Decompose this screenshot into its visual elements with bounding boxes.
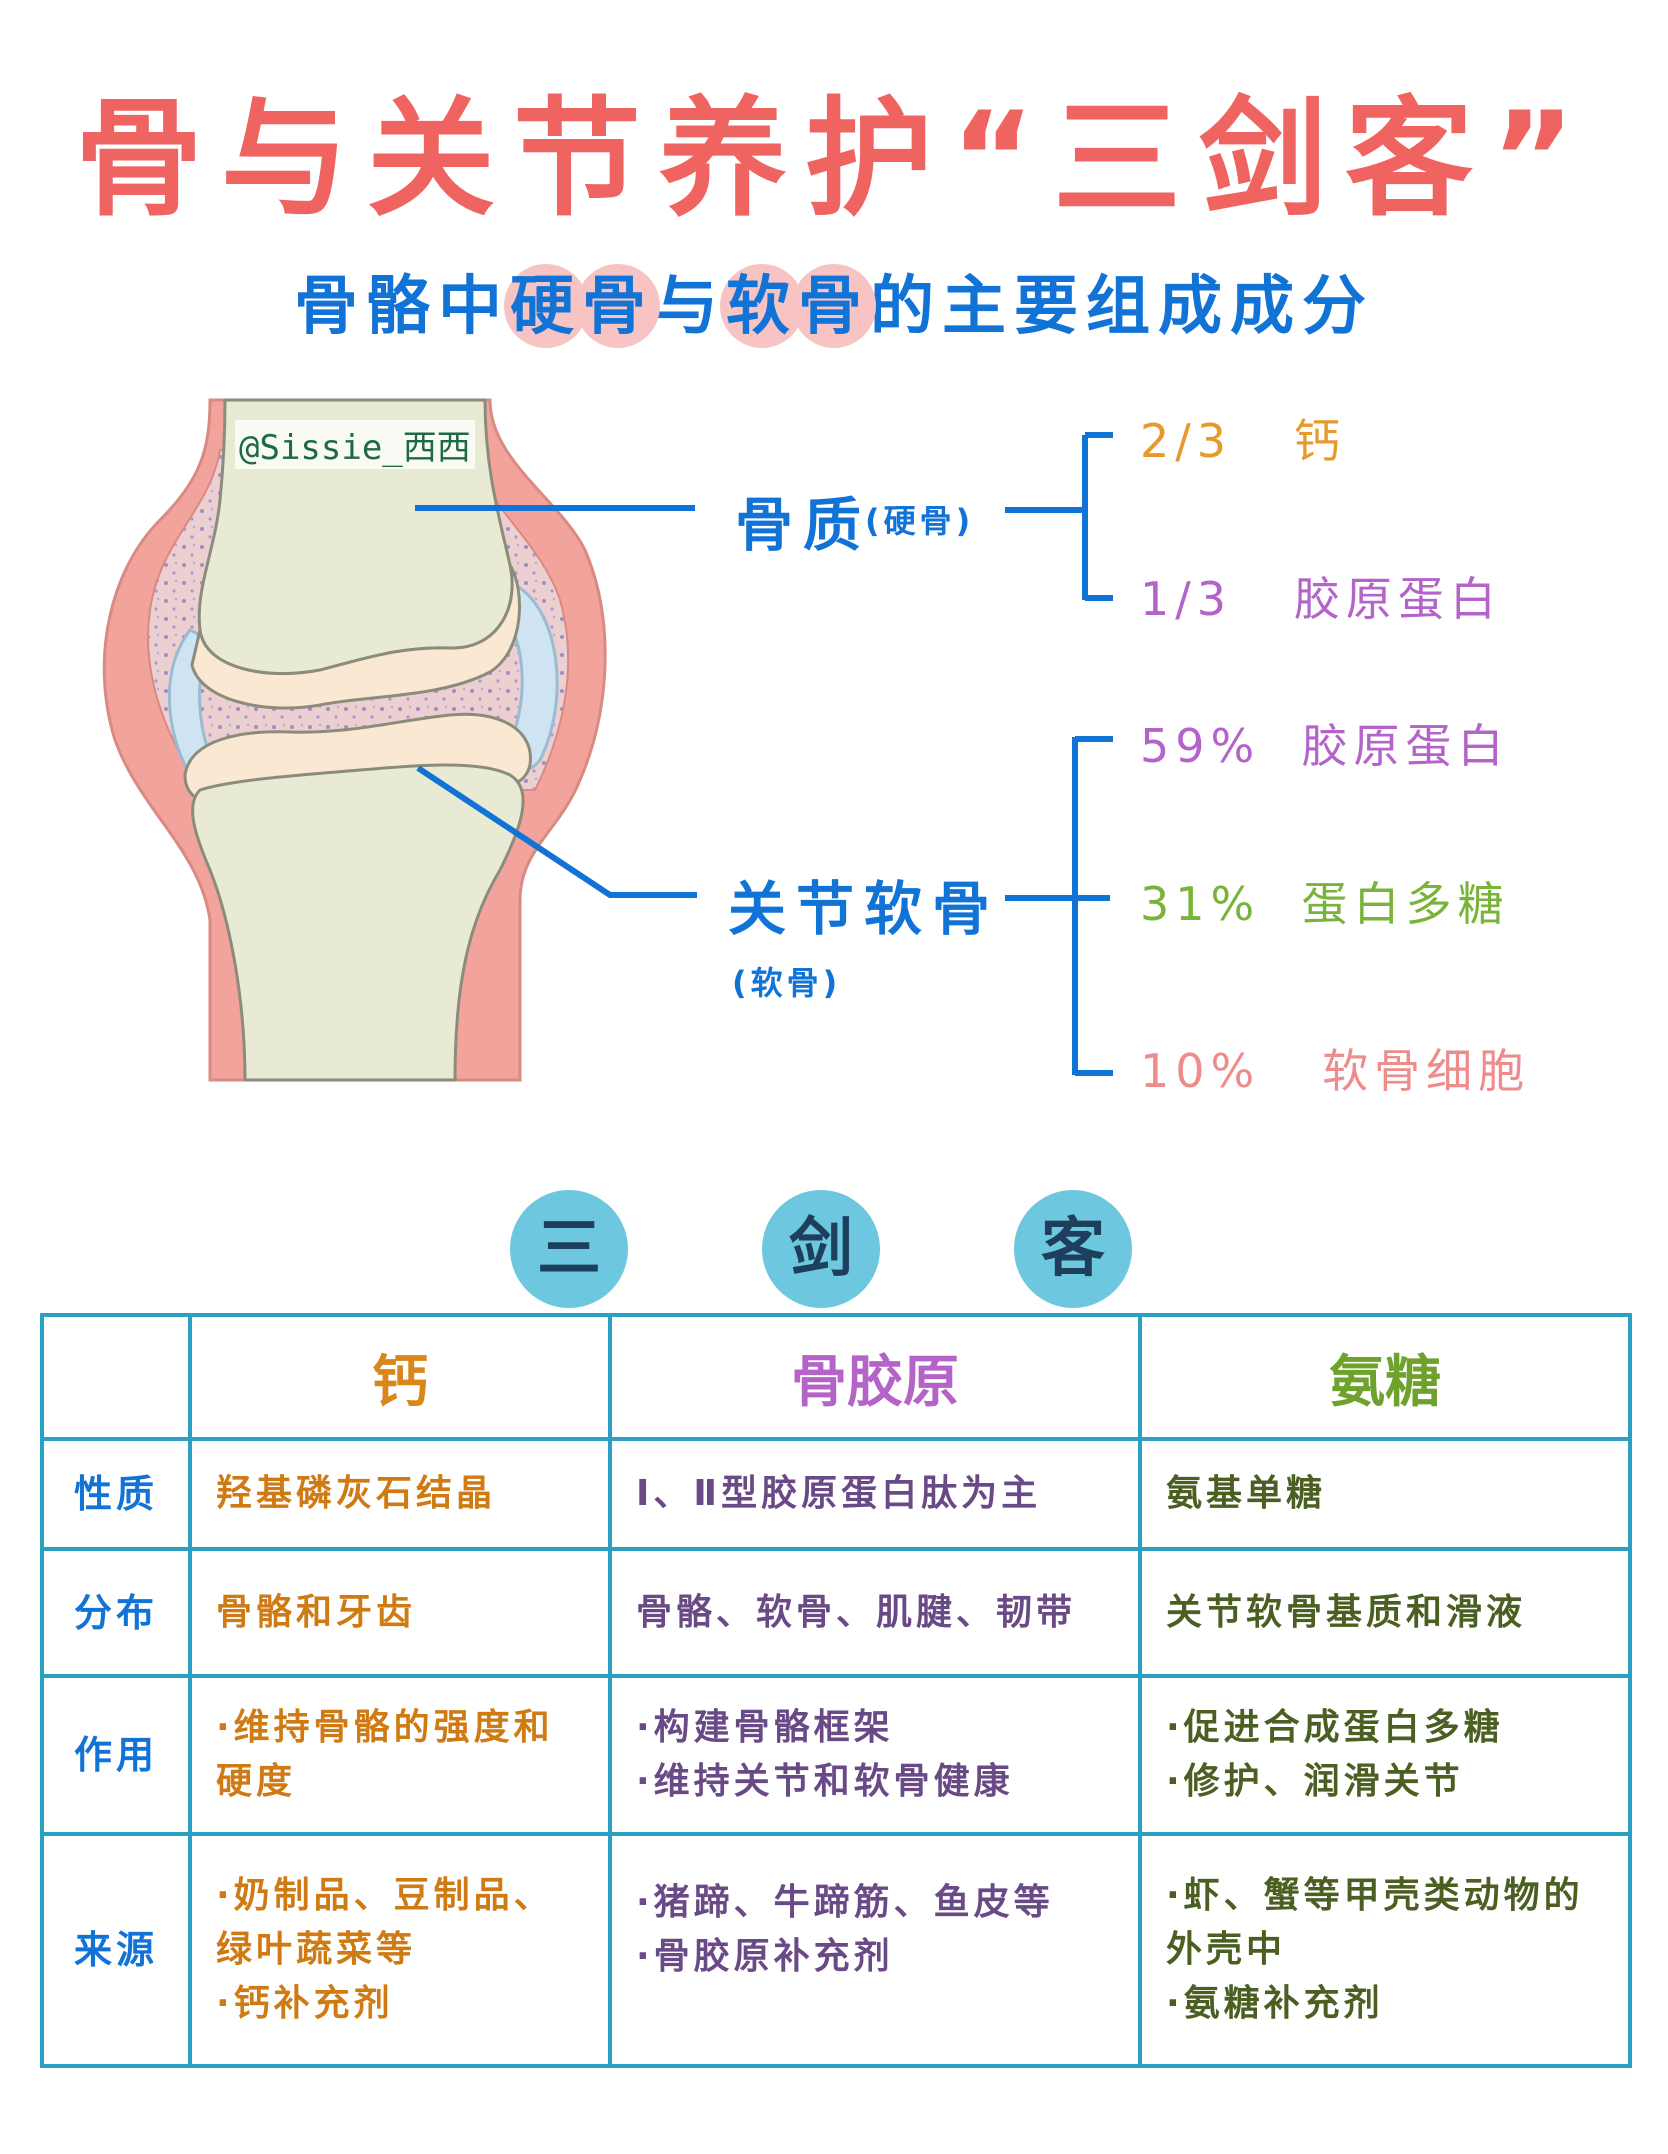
table-header-row: 钙 骨胶原 氨糖 (40, 1313, 1632, 1441)
table-cell: 骨骼和牙齿 (188, 1547, 612, 1678)
table-row: 来源 ·奶制品、豆制品、绿叶蔬菜等 ·钙补充剂 ·猪蹄、牛蹄筋、鱼皮等 ·骨胶原… (40, 1832, 1632, 2068)
row-label: 分布 (40, 1547, 192, 1678)
table-cell: Ⅰ、Ⅱ型胶原蛋白肽为主 (608, 1437, 1142, 1551)
row-label: 性质 (40, 1437, 192, 1551)
table-cell: ·猪蹄、牛蹄筋、鱼皮等 ·骨胶原补充剂 (608, 1832, 1142, 2068)
bone-label: 骨质 (735, 491, 872, 559)
subtitle-char: 软 (726, 255, 798, 347)
table-cell: ·维持骨骼的强度和硬度 (188, 1674, 612, 1836)
subtitle-mid: 与 (654, 270, 726, 344)
bone-bracket (1005, 432, 1113, 601)
cartilage-item-name: 蛋白多糖 (1301, 877, 1510, 931)
table-cell: 骨骼、软骨、肌腱、韧带 (608, 1547, 1142, 1678)
lower-bone (191, 763, 525, 1082)
cartilage-item: 10% 软骨细胞 (1140, 1035, 1530, 1101)
subtitle-highlight-hard-bone: 硬骨 (510, 255, 654, 347)
cartilage-item-pct: 10% (1140, 1044, 1261, 1098)
table-header-glucosamine: 氨糖 (1138, 1313, 1632, 1441)
table-cell: ·促进合成蛋白多糖 ·修护、润滑关节 (1138, 1674, 1632, 1836)
table-header-empty (40, 1313, 192, 1441)
row-label: 作用 (40, 1674, 192, 1836)
bone-item-name: 钙 (1293, 414, 1346, 468)
cartilage-item-name: 软骨细胞 (1322, 1044, 1531, 1098)
comparison-table: 钙 骨胶原 氨糖 性质 羟基磷灰石结晶 Ⅰ、Ⅱ型胶原蛋白肽为主 氨基单糖 分布 … (40, 1313, 1632, 2068)
table-cell: ·奶制品、豆制品、绿叶蔬菜等 ·钙补充剂 (188, 1832, 612, 2068)
subtitle-highlight-cartilage: 软骨 (726, 255, 870, 347)
trio-circle: 剑 (762, 1190, 880, 1308)
cartilage-item-pct: 59% (1140, 719, 1261, 773)
cartilage-bracket (1005, 736, 1113, 1076)
bone-item-pct: 2/3 (1140, 414, 1233, 468)
cartilage-connector-line (416, 765, 697, 898)
row-label: 来源 (40, 1832, 192, 2068)
subtitle-part1: 骨骼中 (294, 270, 510, 344)
table-cell: ·构建骨骼框架 ·维持关节和软骨健康 (608, 1674, 1142, 1836)
subtitle-char: 硬 (510, 255, 582, 347)
table-cell: ·虾、蟹等甲壳类动物的外壳中 ·氨糖补充剂 (1138, 1832, 1632, 2068)
table-header-calcium: 钙 (188, 1313, 612, 1441)
upper-cartilage (190, 564, 521, 710)
bone-item: 2/3 钙 (1140, 405, 1346, 471)
page-title: 骨与关节养护“三剑客” (74, 85, 1594, 234)
table-row: 作用 ·维持骨骼的强度和硬度 ·构建骨骼框架 ·维持关节和软骨健康 ·促进合成蛋… (40, 1674, 1632, 1836)
trio-circle: 客 (1014, 1190, 1132, 1308)
table-cell: 羟基磷灰石结晶 (188, 1437, 612, 1551)
cartilage-item-pct: 31% (1140, 877, 1261, 931)
trio-circle: 三 (510, 1190, 628, 1308)
table-cell: 关节软骨基质和滑液 (1138, 1547, 1632, 1678)
watermark: @Sissie_西西 (235, 420, 475, 469)
cartilage-sublabel: (软骨) (732, 964, 842, 1002)
subtitle-char: 骨 (582, 255, 654, 347)
subtitle: 骨骼中硬骨与软骨的主要组成成分 (0, 255, 1668, 347)
table-row: 分布 骨骼和牙齿 骨骼、软骨、肌腱、韧带 关节软骨基质和滑液 (40, 1547, 1632, 1678)
bone-item-pct: 1/3 (1140, 572, 1233, 626)
cartilage-item-name: 胶原蛋白 (1301, 719, 1510, 773)
cartilage-label: 关节软骨 (728, 875, 1001, 943)
cartilage-item: 31% 蛋白多糖 (1140, 868, 1510, 934)
bone-item: 1/3 胶原蛋白 (1140, 563, 1502, 629)
subtitle-char: 骨 (798, 255, 870, 347)
bone-sublabel: (硬骨) (865, 502, 975, 540)
subtitle-part2: 的主要组成成分 (870, 270, 1374, 344)
table-header-collagen: 骨胶原 (608, 1313, 1142, 1441)
table-row: 性质 羟基磷灰石结晶 Ⅰ、Ⅱ型胶原蛋白肽为主 氨基单糖 (40, 1437, 1632, 1551)
bone-item-name: 胶原蛋白 (1293, 572, 1502, 626)
cartilage-item: 59% 胶原蛋白 (1140, 710, 1510, 776)
table-cell: 氨基单糖 (1138, 1437, 1632, 1551)
